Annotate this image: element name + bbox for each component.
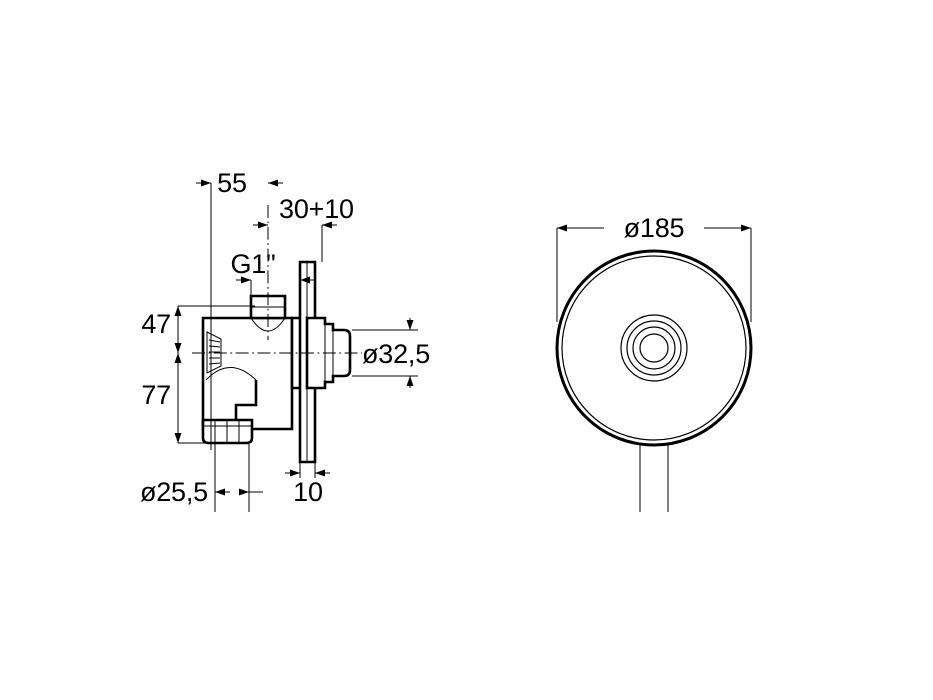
valve-body-outline xyxy=(201,316,309,431)
cover-plate-inner-ring xyxy=(561,255,747,441)
front-plan-view xyxy=(555,249,753,512)
dimension-annotations-side: 55 30+10 G1" 47 xyxy=(140,168,430,507)
dim-255-label: ø25,5 xyxy=(140,477,208,507)
dim-g1-arrow-right xyxy=(300,276,310,284)
dimension-diameter-32-5: ø32,5 xyxy=(352,318,430,388)
dimension-30-plus-10: 30+10 xyxy=(253,194,354,262)
dim-77-arrow-top xyxy=(174,353,182,363)
lower-supply-tube xyxy=(214,443,250,512)
center-boss-ring-4 xyxy=(639,333,669,363)
dim-10-label: 10 xyxy=(293,477,323,507)
dim-g1-arrow-left xyxy=(241,276,251,284)
dim-185-arrow-left xyxy=(557,224,567,232)
top-nipple xyxy=(249,294,287,332)
dim-77-label: 77 xyxy=(141,380,171,410)
dim-10-arrow-right xyxy=(315,469,325,477)
center-boss-ring-1 xyxy=(620,314,688,382)
cover-plate-outer-circle xyxy=(555,249,753,447)
dim-325-label: ø32,5 xyxy=(362,339,430,369)
dim-325-arrow-bottom xyxy=(406,376,414,386)
dim-77-arrow-bottom xyxy=(174,433,182,443)
dim-185-label: ø185 xyxy=(624,213,685,243)
dim-3010-label: 30+10 xyxy=(279,194,354,224)
dim-55-arrow-left xyxy=(201,179,211,187)
dim-55-arrow-right xyxy=(268,179,278,187)
lower-outlet-step xyxy=(234,380,258,420)
dim-55-label: 55 xyxy=(217,168,247,198)
dim-3010-arrow-left xyxy=(258,221,268,229)
lower-outlet xyxy=(205,367,258,420)
dimension-55: 55 xyxy=(196,168,283,450)
dim-255-arrow-right xyxy=(239,488,249,496)
center-boss-ring-2 xyxy=(626,320,682,376)
dimension-10: 10 xyxy=(285,462,330,507)
dimension-diameter-25-5: ø25,5 xyxy=(140,477,263,507)
dim-185-arrow-right xyxy=(741,224,751,232)
dim-10-arrow-left xyxy=(290,469,300,477)
dim-47-arrow-top xyxy=(174,306,182,316)
dimension-g1: G1" xyxy=(230,249,315,300)
lower-outlet-fillet xyxy=(205,367,257,381)
dim-47-label: 47 xyxy=(141,309,171,339)
dim-3010-arrow-right xyxy=(322,221,332,229)
bottom-knurled-collar xyxy=(201,418,254,445)
dimension-diameter-185: ø185 xyxy=(556,213,752,322)
center-boss-ring-3 xyxy=(632,326,676,370)
dimension-47: 47 xyxy=(141,305,255,353)
dim-255-arrow-left xyxy=(215,488,225,496)
dim-325-arrow-top xyxy=(406,320,414,330)
dim-47-arrow-bottom xyxy=(174,343,182,353)
dim-g1-label: G1" xyxy=(230,249,275,279)
dimension-77: 77 xyxy=(141,353,211,444)
